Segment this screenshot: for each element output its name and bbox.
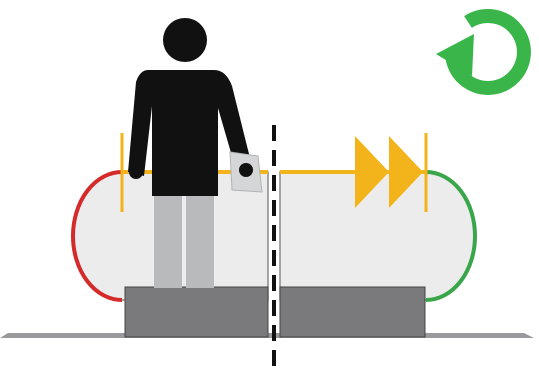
person-hand-left	[129, 165, 143, 179]
person-leg-left	[154, 196, 182, 288]
walkway-right-body	[279, 171, 476, 301]
person-hand-right	[239, 163, 253, 177]
fast-forward-chevron-1	[355, 136, 389, 208]
person-leg-right	[186, 196, 214, 288]
walkway-right-cap	[425, 170, 477, 302]
restart-icon[interactable]	[436, 8, 531, 95]
platform-right	[279, 286, 426, 338]
walkway-left-cap	[71, 170, 123, 302]
fast-forward-icon	[355, 136, 423, 208]
restart-icon-arc	[444, 8, 531, 95]
person-icon	[128, 18, 263, 288]
fast-forward-chevron-2	[389, 136, 423, 208]
platforms	[124, 286, 426, 338]
walkway-right	[279, 170, 477, 302]
platform-left	[124, 286, 269, 338]
person-torso	[128, 70, 252, 196]
person-head	[163, 18, 207, 62]
restart-icon-arrowhead	[436, 34, 474, 76]
